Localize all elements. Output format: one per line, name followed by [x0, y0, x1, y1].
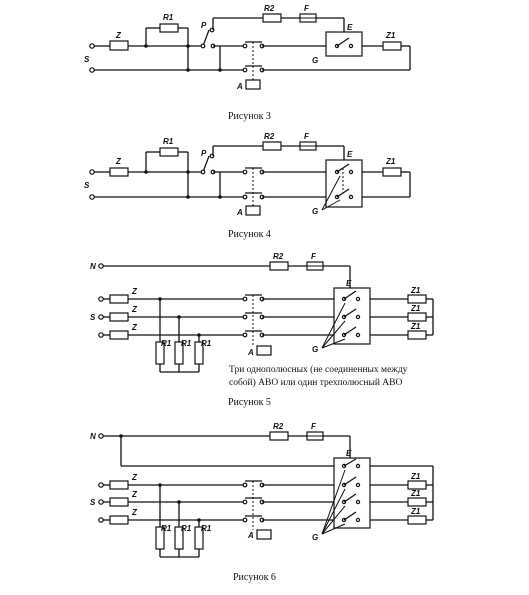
- r1-shunts: [155, 297, 204, 373]
- coil-a: [245, 79, 261, 90]
- label-a: A: [236, 208, 243, 217]
- device-e: [333, 457, 371, 529]
- label-z1: Z1: [385, 157, 396, 166]
- label-z: Z: [131, 287, 138, 296]
- label-z1: Z1: [410, 286, 421, 295]
- resistor-r2: [262, 13, 282, 23]
- label-z1: Z1: [410, 472, 421, 481]
- phase-lines: [98, 480, 334, 530]
- label-z: Z: [131, 508, 138, 517]
- label-f: F: [304, 132, 310, 141]
- device-e: [325, 31, 363, 57]
- label-s: S: [90, 498, 96, 507]
- label-z: Z: [131, 305, 138, 314]
- r1-shunts: [155, 483, 204, 558]
- caption-fig3: Рисунок 3: [228, 111, 271, 122]
- figure-5: N S Z Z Z R1 R1 R1 R2 F E G A Z1 Z1 Z1 Т…: [90, 252, 434, 408]
- note-line-1: Три однополюсных (не соединенных между: [229, 364, 408, 375]
- label-e: E: [346, 279, 352, 288]
- label-p: P: [201, 21, 207, 30]
- label-g: G: [312, 56, 318, 65]
- caption-fig4: Рисунок 4: [228, 229, 271, 240]
- resistor-z: [109, 40, 129, 51]
- label-p: P: [201, 149, 207, 158]
- label-r1: R1: [163, 137, 174, 146]
- label-r1: R1: [163, 13, 174, 22]
- resistor-z1: [382, 41, 402, 51]
- label-f: F: [311, 252, 317, 261]
- label-e: E: [347, 150, 353, 159]
- label-r1: R1: [201, 524, 212, 533]
- label-s: S: [84, 181, 90, 190]
- label-s: S: [84, 55, 90, 64]
- label-r1: R1: [181, 339, 192, 348]
- resistor-r1: [159, 23, 179, 33]
- label-f: F: [304, 4, 310, 13]
- label-e: E: [347, 23, 353, 32]
- label-z: Z: [131, 473, 138, 482]
- label-z1: Z1: [410, 304, 421, 313]
- figure-3: Z R1 P R2 F E G Z1 S A Рисунок 3: [84, 4, 411, 122]
- resistor-r2: [269, 261, 289, 271]
- label-z1: Z1: [385, 31, 396, 40]
- label-r1: R1: [161, 524, 172, 533]
- label-r1: R1: [161, 339, 172, 348]
- label-g: G: [312, 345, 318, 354]
- label-a: A: [247, 348, 254, 357]
- label-z1: Z1: [410, 507, 421, 516]
- label-z: Z: [115, 31, 122, 40]
- label-r2: R2: [273, 422, 284, 431]
- resistor-r1: [159, 147, 179, 157]
- resistor-z1: [382, 167, 402, 177]
- figure-6: N S Z Z Z R1 R1 R1 R2 F E G A Z1 Z1 Z1 Р…: [90, 422, 434, 583]
- caption-fig5: Рисунок 5: [228, 397, 271, 408]
- caption-fig6: Рисунок 6: [233, 572, 276, 583]
- label-r1: R1: [181, 524, 192, 533]
- resistor-r2: [262, 141, 282, 151]
- figure-4: Z R1 P R2 F E G Z1 S A Рисунок 4: [84, 132, 411, 240]
- label-n: N: [90, 262, 96, 271]
- coil-a: [245, 205, 261, 216]
- label-z: Z: [115, 157, 122, 166]
- label-r2: R2: [273, 252, 284, 261]
- label-g: G: [312, 533, 318, 542]
- resistor-z: [109, 167, 129, 177]
- label-z: Z: [131, 490, 138, 499]
- coil-a: [256, 345, 272, 356]
- label-g: G: [312, 207, 318, 216]
- coil-a: [256, 529, 272, 540]
- label-z1: Z1: [410, 489, 421, 498]
- device-e: [333, 287, 371, 345]
- note-line-2: собой) АВО или один трехполюсный АВО: [229, 377, 402, 388]
- phase-lines: [98, 294, 334, 346]
- label-z1: Z1: [410, 322, 421, 331]
- label-e: E: [346, 449, 352, 458]
- label-s: S: [90, 313, 96, 322]
- label-a: A: [247, 531, 254, 540]
- label-r2: R2: [264, 132, 275, 141]
- label-z: Z: [131, 323, 138, 332]
- resistor-r2: [269, 431, 289, 441]
- label-a: A: [236, 82, 243, 91]
- label-r1: R1: [201, 339, 212, 348]
- label-f: F: [311, 422, 317, 431]
- label-n: N: [90, 432, 96, 441]
- label-r2: R2: [264, 4, 275, 13]
